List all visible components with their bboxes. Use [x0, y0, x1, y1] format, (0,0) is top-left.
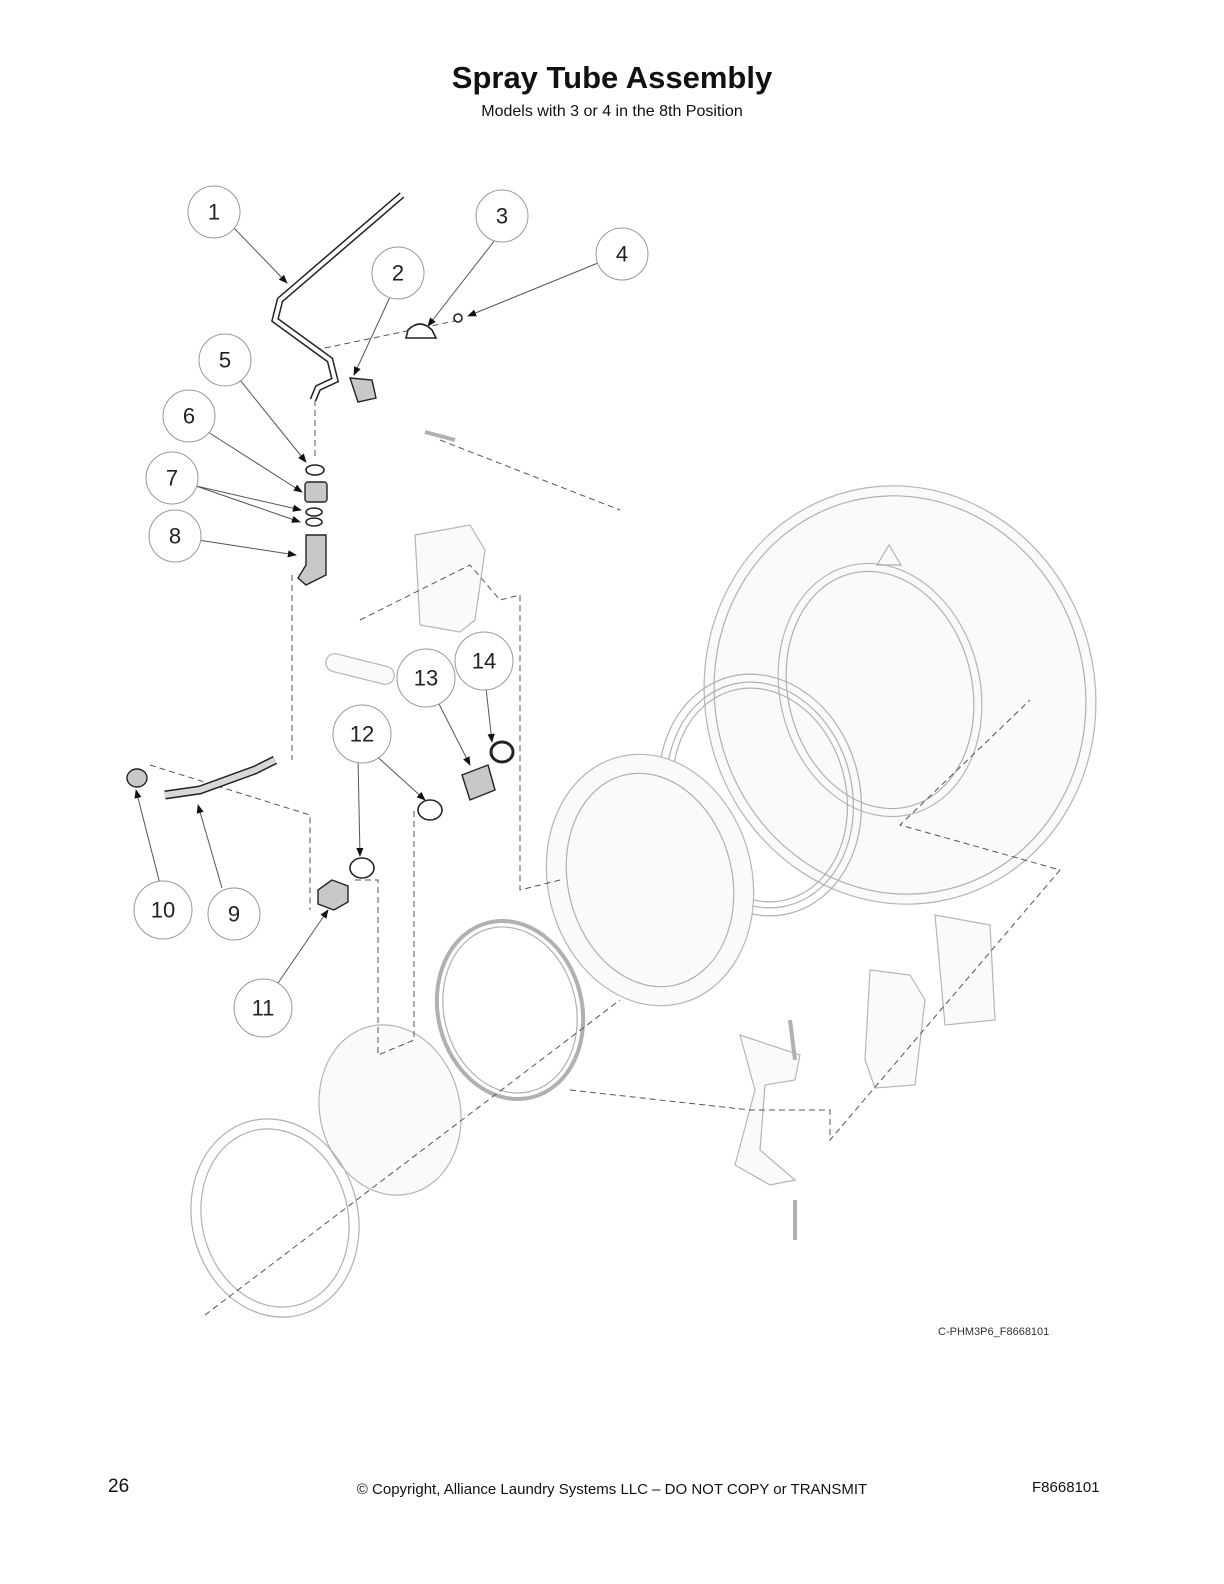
callout-label-3: 3	[496, 204, 508, 229]
screw	[453, 313, 463, 323]
callout-9: 9	[207, 887, 261, 941]
callout-label-12: 12	[350, 722, 374, 747]
hinge-shims	[934, 914, 996, 1026]
callout-14: 14	[454, 631, 514, 691]
washer-12b	[417, 799, 443, 821]
clamp	[404, 323, 438, 339]
door-ring	[545, 753, 755, 1007]
callout-label-2: 2	[392, 261, 404, 286]
callout-label-11: 11	[252, 996, 275, 1021]
callout-4: 4	[595, 227, 649, 281]
hinge-plate	[864, 969, 926, 1089]
hinge-arm	[734, 1034, 801, 1186]
washer-7b	[305, 517, 323, 527]
callout-label-7: 7	[166, 466, 178, 491]
callout-13: 13	[396, 648, 456, 708]
bracket	[348, 377, 377, 403]
callout-label-4: 4	[616, 242, 628, 267]
leader-lines	[134, 227, 599, 987]
trim-ring	[190, 1118, 360, 1318]
page-title: Spray Tube Assembly	[451, 60, 773, 95]
callout-6: 6	[162, 389, 216, 443]
copyright-notice: © Copyright, Alliance Laundry Systems LL…	[356, 1481, 868, 1498]
callout-label-1: 1	[208, 200, 220, 225]
callout-label-14: 14	[472, 649, 496, 674]
callout-11: 11	[233, 978, 293, 1038]
spray-tube	[271, 192, 405, 402]
callout-8: 8	[148, 509, 202, 563]
drawing-reference: C-PHM3P6_F8668101	[938, 1326, 1050, 1338]
callout-12: 12	[332, 704, 392, 764]
hinge-block	[414, 524, 486, 633]
assembly-lines	[149, 319, 1061, 1316]
cap-10	[126, 768, 148, 788]
callout-label-8: 8	[169, 524, 181, 549]
elbow-8	[297, 534, 327, 586]
latch-slot	[325, 653, 395, 685]
callout-3: 3	[475, 189, 529, 243]
door-glass	[318, 1024, 462, 1196]
spray-tube-parts	[126, 192, 515, 911]
callout-7: 7	[145, 451, 199, 505]
document-number: F8668101	[1032, 1479, 1100, 1496]
fitting-13	[461, 764, 496, 801]
callout-1: 1	[187, 185, 241, 239]
callout-2: 2	[371, 246, 425, 300]
washer-7a	[305, 507, 323, 517]
door-seal	[434, 918, 586, 1102]
callout-label-6: 6	[183, 404, 195, 429]
page-number: 26	[108, 1476, 130, 1497]
shell-opening	[777, 562, 983, 818]
washer-12a	[349, 857, 375, 879]
callout-label-5: 5	[219, 348, 231, 373]
ghost-parts	[190, 430, 1097, 1318]
callout-label-10: 10	[151, 898, 175, 923]
gasket-14	[489, 740, 515, 764]
warning-triangle	[875, 543, 903, 566]
callout-5: 5	[198, 333, 252, 387]
bulkhead-nut-11	[317, 879, 349, 911]
callout-label-9: 9	[228, 902, 240, 927]
callout-10: 10	[133, 880, 193, 940]
callout-label-13: 13	[414, 666, 438, 691]
nut-6	[304, 481, 328, 503]
page-subtitle: Models with 3 or 4 in the 8th Position	[481, 103, 743, 120]
o-ring-5	[305, 464, 325, 476]
